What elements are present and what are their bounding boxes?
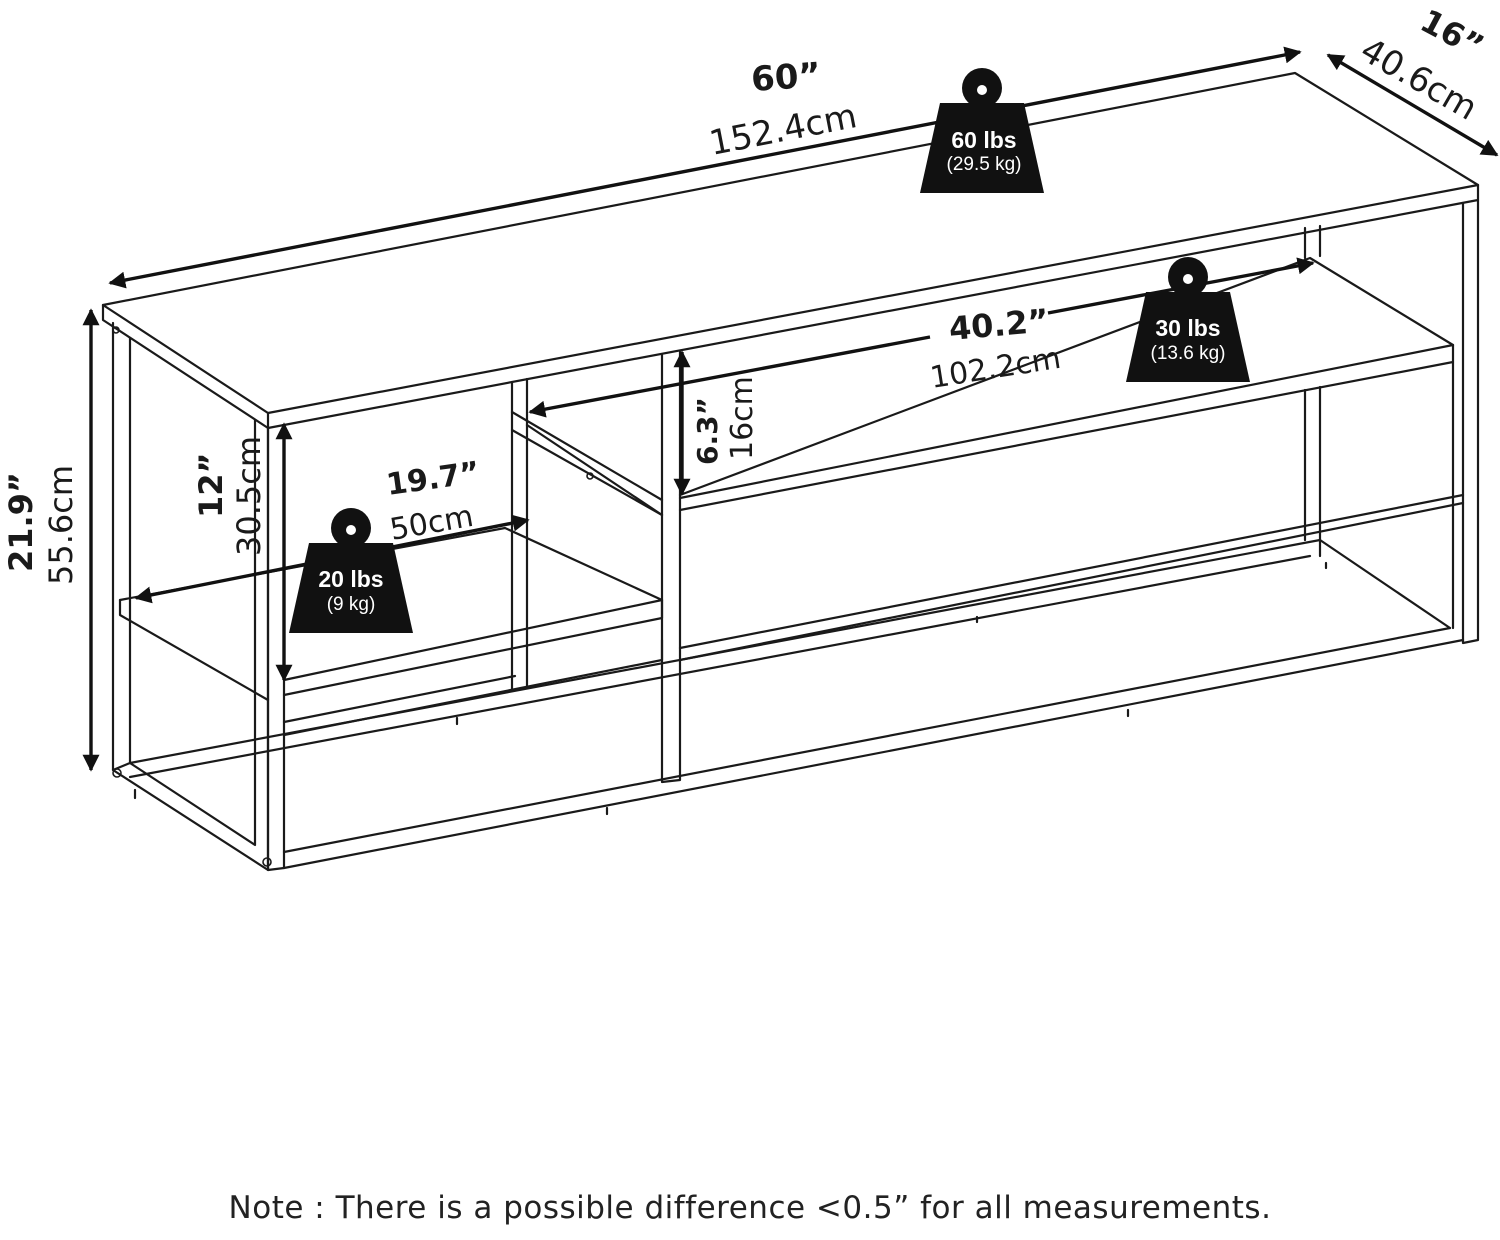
upper-shelf: [678, 256, 1465, 662]
upper-shelf-width-cm-label: 102.2cm: [928, 341, 1063, 396]
weight-badge-upper-shelf: 30 lbs (13.6 kg): [1126, 257, 1250, 382]
weight-left-shelf-lbs: 20 lbs: [318, 566, 383, 592]
weight-top-lbs: 60 lbs: [951, 127, 1016, 153]
measurement-note: Note : There is a possible difference <0…: [228, 1190, 1272, 1226]
width-in-label: 60”: [750, 55, 822, 100]
depth-arrow: [1326, 53, 1499, 157]
dimension-arrows: [82, 46, 1499, 772]
weight-badge-top: 60 lbs (29.5 kg): [920, 68, 1044, 193]
weight-left-shelf-kg: (9 kg): [327, 594, 376, 615]
depth-in-label: 16”: [1414, 2, 1490, 66]
upper-gap-cm-label: 16cm: [725, 376, 760, 460]
weight-upper-shelf-lbs: 30 lbs: [1155, 315, 1220, 341]
height-in-label: 21.9”: [2, 472, 40, 572]
upper-shelf-width-arrow-left: [528, 335, 931, 418]
floor-feet: [133, 561, 1328, 816]
center-divider: [510, 350, 682, 784]
left-shelf-width-cm-label: 50cm: [387, 499, 476, 548]
left-shelf-width-in-label: 19.7”: [384, 455, 482, 503]
weight-top-kg: (29.5 kg): [947, 154, 1022, 175]
height-cm-label: 55.6cm: [42, 465, 80, 585]
bottom-rails: [128, 224, 1465, 870]
tv-stand-frame: [101, 71, 1480, 872]
weight-badge-left-shelf: 20 lbs (9 kg): [289, 508, 413, 633]
weight-upper-shelf-kg: (13.6 kg): [1151, 343, 1226, 364]
width-arrow: [108, 46, 1302, 289]
upper-gap-in-label: 6.3”: [691, 397, 724, 465]
left-shelf-height-in-label: 12”: [192, 452, 230, 518]
left-shelf-height-cm-label: 30.5cm: [230, 436, 268, 556]
upper-shelf-width-in-label: 40.2”: [947, 301, 1050, 348]
